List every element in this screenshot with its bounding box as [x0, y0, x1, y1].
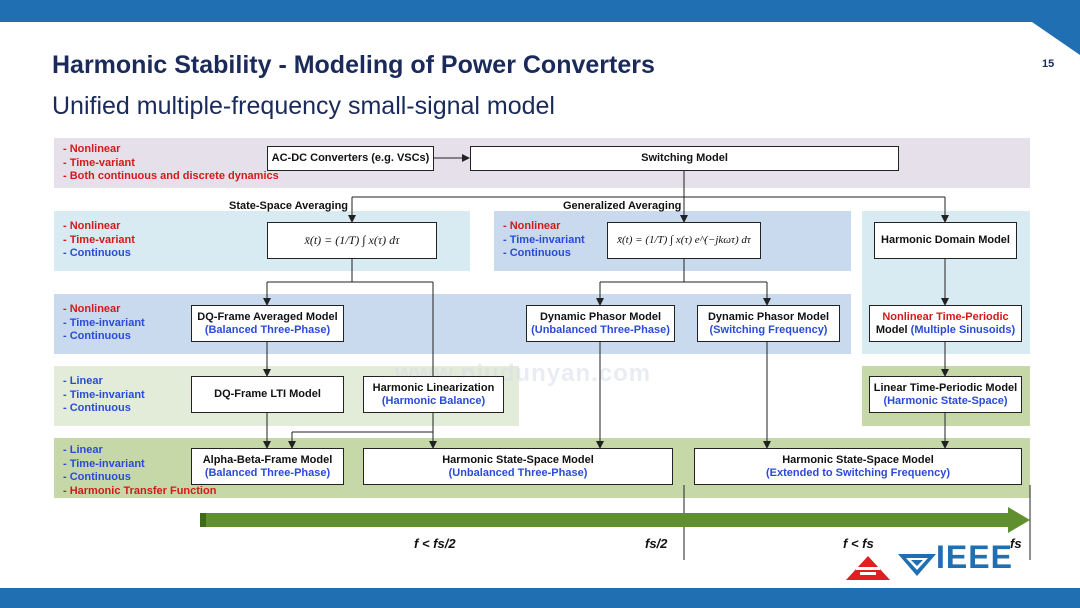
alpha-beta-frame-subtitle: (Balanced Three-Phase)	[204, 466, 331, 479]
row5-label: - Linear	[63, 444, 103, 456]
row5-label: - Time-invariant	[63, 457, 145, 470]
row4-labels: - Linear - Time-invariant - Continuous	[63, 375, 145, 416]
alpha-beta-frame-title: Alpha-Beta-Frame Model	[202, 453, 333, 466]
row4-label: - Linear	[63, 375, 103, 387]
row2-left-labels: - Nonlinear - Time-variant - Continuous	[63, 220, 135, 261]
row2-mid-label: - Time-invariant	[503, 233, 585, 246]
linear-time-periodic-title: Linear Time-Periodic Model	[873, 381, 1018, 394]
row3-label: - Nonlinear	[63, 303, 121, 315]
red-logo-icon	[846, 556, 890, 580]
hss-extended-subtitle: (Extended to Switching Frequency)	[766, 466, 950, 479]
row5-labels: - Linear - Time-invariant - Continuous -…	[63, 444, 216, 498]
ssa-equation: x̄(t) = (1/T) ∫ x(τ) dτ	[304, 233, 400, 247]
corner-decoration	[980, 0, 1080, 55]
dq-lti-label: DQ-Frame LTI Model	[214, 388, 321, 400]
linear-time-periodic-box: Linear Time-Periodic Model (Harmonic Sta…	[869, 376, 1022, 413]
page-number: 15	[1042, 58, 1055, 70]
freq-label-fs: fs	[1010, 536, 1022, 551]
hss-extended-title: Harmonic State-Space Model	[782, 453, 934, 466]
row3-label: - Time-invariant	[63, 316, 145, 329]
freq-label-f-lt-fs: f < fs	[843, 536, 874, 551]
header-generalized-averaging: Generalized Averaging	[563, 200, 682, 212]
switching-model-box: Switching Model	[470, 146, 899, 171]
row1-labels: - Nonlinear - Time-variant - Both contin…	[63, 143, 279, 184]
row2-mid-label: - Nonlinear	[503, 220, 561, 232]
row2-mid-labels: - Nonlinear - Time-invariant - Continuou…	[503, 220, 585, 261]
acdc-converters-box: AC-DC Converters (e.g. VSCs)	[267, 146, 434, 171]
nonlinear-time-periodic-title: Nonlinear Time-Periodic	[882, 310, 1009, 323]
ieee-emblem-icon	[898, 554, 936, 576]
dynamic-phasor-switching-title: Dynamic Phasor Model	[707, 310, 830, 323]
harmonic-domain-box: Harmonic Domain Model	[874, 222, 1017, 259]
harmonic-linearization-title: Harmonic Linearization	[372, 381, 495, 394]
ga-equation-box: x̄(t) = (1/T) ∫ x(τ) e^(−jkωτ) dτ	[607, 222, 761, 259]
dynamic-phasor-unbalanced-title: Dynamic Phasor Model	[539, 310, 662, 323]
row5-label: - Harmonic Transfer Function	[63, 484, 217, 497]
dynamic-phasor-switching-box: Dynamic Phasor Model (Switching Frequenc…	[697, 305, 840, 342]
row1-label: - Nonlinear	[63, 143, 121, 155]
ssa-equation-box: x̄(t) = (1/T) ∫ x(τ) dτ	[267, 222, 437, 259]
dq-averaged-title: DQ-Frame Averaged Model	[197, 310, 338, 323]
row1-label: - Time-variant	[63, 156, 135, 169]
dynamic-phasor-unbalanced-subtitle: (Unbalanced Three-Phase)	[531, 323, 670, 336]
dq-averaged-box: DQ-Frame Averaged Model (Balanced Three-…	[191, 305, 344, 342]
row2-left-label: - Nonlinear	[63, 220, 121, 232]
linear-time-periodic-subtitle: (Harmonic State-Space)	[883, 394, 1008, 407]
row2-mid-label: - Continuous	[503, 247, 571, 259]
row4-label: - Continuous	[63, 402, 131, 414]
nonlinear-time-periodic-subtitle: (Multiple Sinusoids)	[910, 323, 1016, 336]
freq-label-f-lt-fs-half: f < fs/2	[414, 536, 456, 551]
row2-left-label: - Continuous	[63, 247, 131, 259]
row3-labels: - Nonlinear - Time-invariant - Continuou…	[63, 303, 145, 344]
row4-label: - Time-invariant	[63, 388, 145, 401]
dynamic-phasor-unbalanced-box: Dynamic Phasor Model (Unbalanced Three-P…	[526, 305, 675, 342]
slide-title: Harmonic Stability - Modeling of Power C…	[52, 51, 655, 79]
dq-averaged-subtitle: (Balanced Three-Phase)	[204, 323, 331, 336]
hss-extended-box: Harmonic State-Space Model (Extended to …	[694, 448, 1022, 485]
harmonic-domain-label: Harmonic Domain Model	[881, 234, 1010, 246]
ieee-logo-text: IEEE	[936, 539, 1013, 575]
harmonic-linearization-subtitle: (Harmonic Balance)	[381, 394, 486, 407]
alpha-beta-frame-box: Alpha-Beta-Frame Model (Balanced Three-P…	[191, 448, 344, 485]
dq-lti-box: DQ-Frame LTI Model	[191, 376, 344, 413]
freq-label-fs-half: fs/2	[645, 536, 668, 551]
frequency-arrow-shaft	[200, 513, 1010, 527]
top-banner	[0, 0, 1080, 22]
row2-left-label: - Time-variant	[63, 233, 135, 246]
slide-subtitle: Unified multiple-frequency small-signal …	[52, 92, 555, 120]
nonlinear-time-periodic-model-word: Model	[875, 323, 911, 336]
ga-equation: x̄(t) = (1/T) ∫ x(τ) e^(−jkωτ) dτ	[617, 234, 751, 246]
harmonic-linearization-box: Harmonic Linearization (Harmonic Balance…	[363, 376, 504, 413]
switching-model-label: Switching Model	[641, 152, 728, 164]
nonlinear-time-periodic-box: Nonlinear Time-Periodic Model (Multiple …	[869, 305, 1022, 342]
row5-label: - Continuous	[63, 471, 131, 483]
row1-label: - Both continuous and discrete dynamics	[63, 170, 279, 182]
bottom-banner	[0, 588, 1080, 608]
hss-unbalanced-subtitle: (Unbalanced Three-Phase)	[448, 466, 588, 479]
hss-unbalanced-title: Harmonic State-Space Model	[442, 453, 594, 466]
header-state-space-averaging: State-Space Averaging	[229, 200, 349, 212]
frequency-arrow-head	[1008, 507, 1030, 533]
hss-unbalanced-box: Harmonic State-Space Model (Unbalanced T…	[363, 448, 673, 485]
dynamic-phasor-switching-subtitle: (Switching Frequency)	[709, 323, 828, 336]
row3-label: - Continuous	[63, 330, 131, 342]
acdc-converters-label: AC-DC Converters (e.g. VSCs)	[271, 152, 430, 164]
